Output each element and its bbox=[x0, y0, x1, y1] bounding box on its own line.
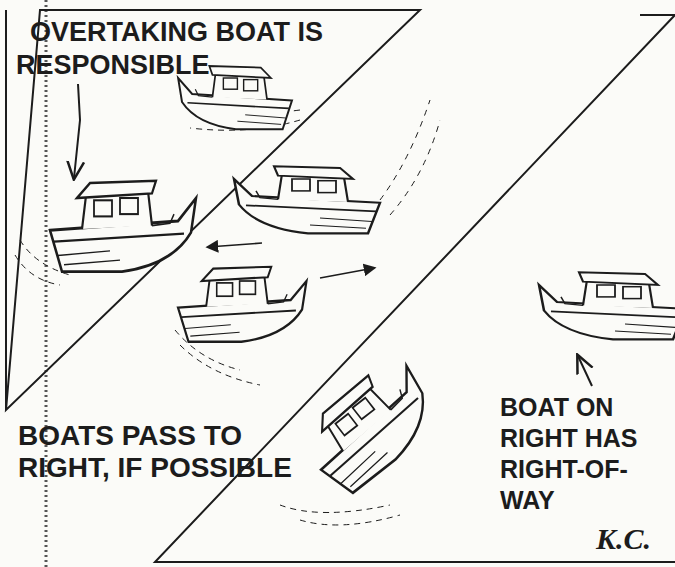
direction-arrow bbox=[208, 243, 262, 247]
overtaken-boat bbox=[50, 181, 196, 272]
rule-caption: BOATS PASS TO RIGHT, IF POSSIBLE bbox=[18, 420, 300, 484]
wake bbox=[380, 100, 440, 215]
crossing-boat bbox=[293, 353, 448, 499]
direction-arrow bbox=[320, 268, 374, 278]
passing-boat bbox=[178, 267, 306, 342]
rule-caption: BOAT ON RIGHT HAS RIGHT-OF-WAY bbox=[500, 392, 658, 516]
right-of-way-boat bbox=[539, 272, 675, 339]
wake bbox=[280, 505, 400, 525]
artist-signature: K.C. bbox=[596, 522, 666, 556]
rule-caption: OVERTAKING BOAT IS RESPONSIBLE bbox=[16, 16, 388, 82]
passing-boat bbox=[234, 166, 380, 233]
leader-arrow bbox=[74, 84, 80, 178]
leader-arrow bbox=[578, 356, 592, 386]
